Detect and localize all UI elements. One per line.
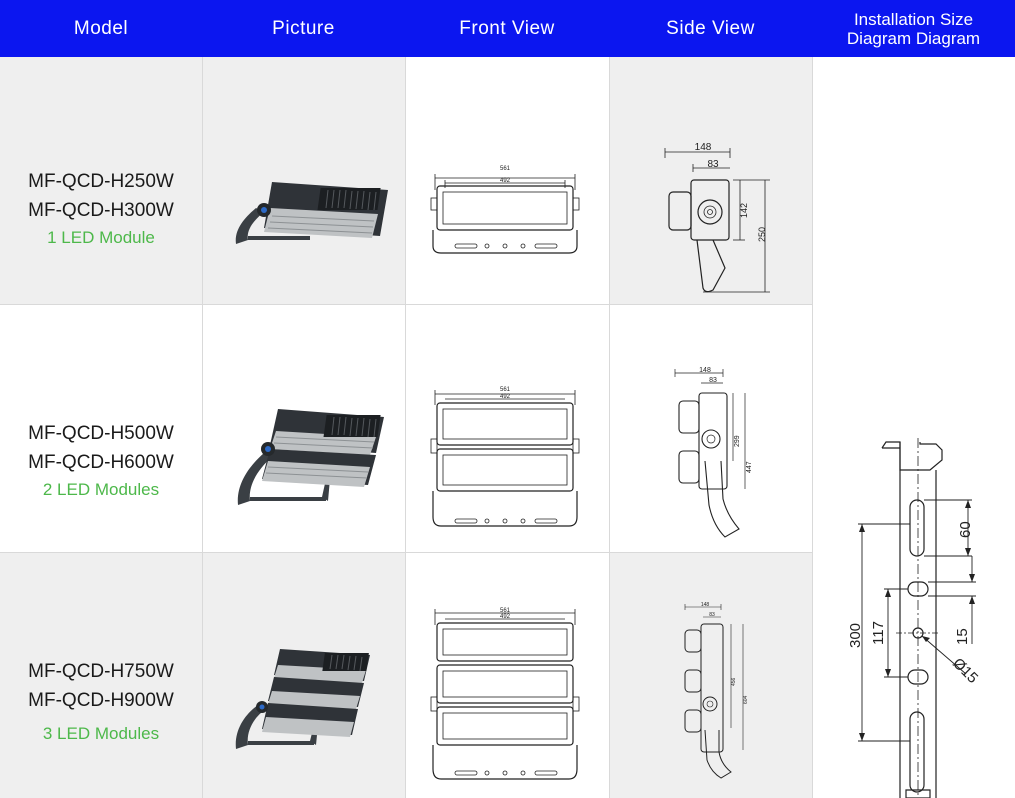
front-dim-inner: 492 bbox=[500, 394, 511, 400]
side-dim-h1: 142 bbox=[739, 203, 749, 218]
header-installation: Installation Size Diagram Diagram bbox=[812, 0, 1015, 57]
model-cell-1: MF-QCD-H250W MF-QCD-H300W 1 LED Module bbox=[0, 167, 202, 251]
table-row bbox=[0, 553, 812, 798]
model-name: MF-QCD-H750W bbox=[28, 661, 174, 682]
front-view-2-drawing: 561 492 bbox=[430, 387, 580, 527]
model-name: MF-QCD-H900W bbox=[28, 690, 174, 711]
floodlight-1-module-photo bbox=[235, 182, 388, 244]
side-dim-h1: 299 bbox=[734, 435, 741, 447]
module-count: 2 LED Modules bbox=[42, 480, 160, 499]
side-view-3-drawing: 148 83 456 604 bbox=[684, 602, 749, 779]
side-dim-h1: 456 bbox=[731, 677, 737, 686]
module-count: 1 LED Module bbox=[47, 228, 155, 247]
model-cell-3: MF-QCD-H750W MF-QCD-H900W 3 LED Modules bbox=[0, 657, 202, 753]
side-dim-width: 148 bbox=[699, 367, 711, 374]
header-picture: Picture bbox=[272, 17, 335, 39]
side-dim-inner: 83 bbox=[707, 159, 719, 170]
table-header: Model Picture Front View Side View Insta… bbox=[0, 0, 1015, 57]
header-front-view: Front View bbox=[459, 17, 555, 39]
side-dim-inner: 83 bbox=[709, 377, 717, 384]
install-dim-117: 117 bbox=[870, 621, 887, 645]
install-dim-hole: Ø15 bbox=[949, 655, 981, 687]
install-dim-300: 300 bbox=[847, 623, 864, 648]
side-dim-h2: 250 bbox=[757, 227, 767, 242]
floodlight-2-module-photo bbox=[237, 409, 384, 505]
floodlight-3-module-photo bbox=[235, 649, 370, 749]
side-view-2-drawing: 148 83 299 447 bbox=[674, 367, 753, 538]
front-dim-inner: 492 bbox=[500, 178, 511, 184]
model-name: MF-QCD-H250W bbox=[28, 171, 174, 192]
model-name: MF-QCD-H500W bbox=[28, 423, 174, 444]
model-cell-2: MF-QCD-H500W MF-QCD-H600W 2 LED Modules bbox=[0, 419, 202, 503]
side-dim-width: 148 bbox=[701, 602, 710, 608]
model-name: MF-QCD-H300W bbox=[28, 200, 174, 221]
installation-size-diagram: 300 117 60 15 Ø15 bbox=[847, 438, 981, 798]
install-dim-15: 15 bbox=[954, 628, 971, 645]
header-model: Model bbox=[73, 17, 129, 39]
front-view-3-drawing: 561 492 bbox=[430, 608, 580, 780]
front-dim-outer: 561 bbox=[500, 166, 511, 172]
header-installation-line1: Installation Size bbox=[853, 9, 974, 29]
side-dim-h2: 604 bbox=[743, 695, 749, 704]
model-name: MF-QCD-H600W bbox=[28, 452, 174, 473]
front-dim-outer: 561 bbox=[500, 387, 511, 393]
side-view-1-drawing: 148 83 142 250 bbox=[664, 142, 770, 293]
header-installation-line2: Diagram Diagram bbox=[846, 28, 981, 48]
side-dim-width: 148 bbox=[695, 142, 712, 153]
module-count: 3 LED Modules bbox=[42, 724, 160, 743]
front-view-1-drawing: 561 492 bbox=[430, 166, 580, 254]
side-dim-h2: 447 bbox=[746, 461, 753, 473]
front-dim-inner: 492 bbox=[500, 614, 511, 620]
install-dim-60: 60 bbox=[957, 521, 974, 538]
side-dim-inner: 83 bbox=[709, 612, 715, 618]
front-dim-outer: 561 bbox=[500, 608, 511, 614]
header-side-view: Side View bbox=[666, 17, 755, 39]
